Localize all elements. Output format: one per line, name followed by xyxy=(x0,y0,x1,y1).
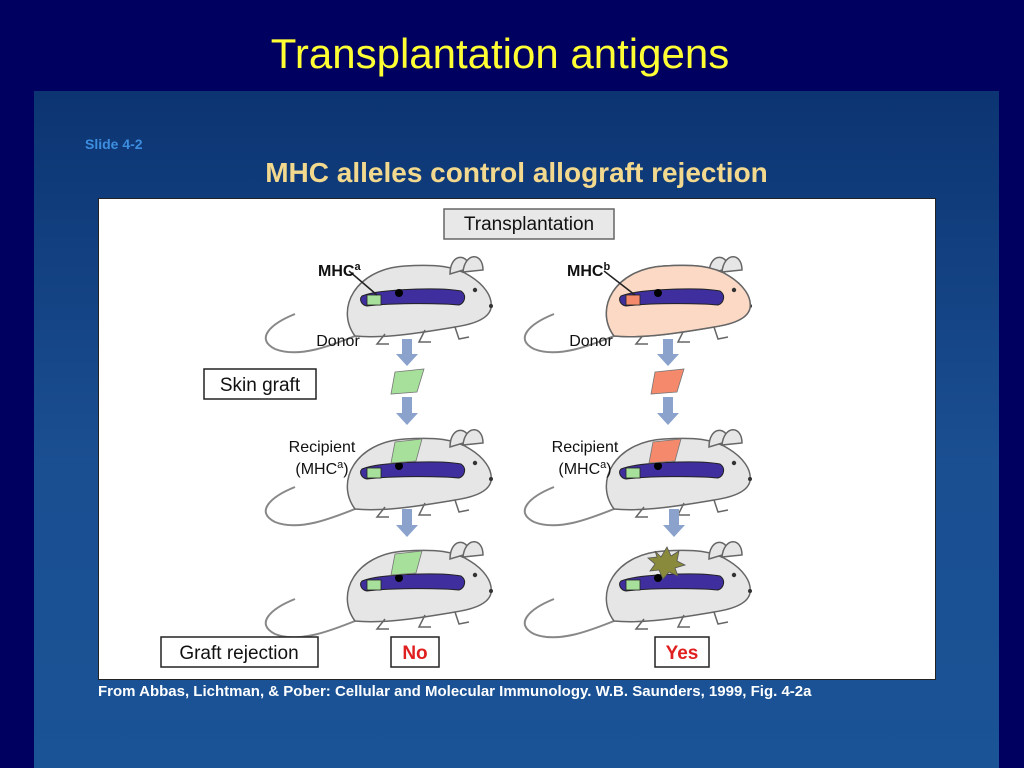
arrow-down-icon xyxy=(657,397,679,425)
figure-credit: From Abbas, Lichtman, & Pober: Cellular … xyxy=(98,683,812,700)
figure-panel: Slide 4-2 MHC alleles control allograft … xyxy=(34,91,999,768)
outcome-mouse-a xyxy=(264,540,494,639)
slide-number: Slide 4-2 xyxy=(85,136,143,152)
donor-mouse-b xyxy=(523,255,753,354)
skin-graft-a xyxy=(390,368,425,395)
donor-label-b: Donor xyxy=(569,333,613,350)
recipient-allele-b: (MHCa) xyxy=(558,459,611,478)
arrow-down-icon xyxy=(396,397,418,425)
result-box-no xyxy=(390,636,440,668)
allele-pointer-a xyxy=(348,270,378,296)
outcome-mouse-b xyxy=(523,540,753,639)
allele-pointer-b xyxy=(603,270,636,296)
arrow-down-icon xyxy=(663,509,685,537)
diagram-figure: Transplantation MHCa Donor Recipien xyxy=(98,198,936,680)
arrow-down-icon xyxy=(396,509,418,537)
figure-title: MHC alleles control allograft rejection xyxy=(265,157,768,188)
recipient-label-a: Recipient xyxy=(289,439,356,456)
transplantation-label: Transplantation xyxy=(464,214,594,235)
skin-graft-b xyxy=(650,368,685,395)
graft-rejection-box xyxy=(160,636,319,668)
graft-rejection-label: Graft rejection xyxy=(179,643,298,664)
recipient-mouse-a xyxy=(264,428,494,527)
diagram-canvas: Transplantation MHCa Donor Recipien xyxy=(160,208,753,668)
donor-mouse-a xyxy=(264,255,494,354)
result-box-yes xyxy=(654,636,710,668)
result-no: No xyxy=(402,643,427,664)
arrow-down-icon xyxy=(657,339,679,366)
rejected-graft xyxy=(647,546,687,580)
skin-graft-box xyxy=(203,368,317,400)
result-yes: Yes xyxy=(666,643,699,664)
recipient-allele-a: (MHCa) xyxy=(295,459,348,478)
donor-label-a: Donor xyxy=(316,333,360,350)
donor-allele-a: MHCa xyxy=(318,261,361,280)
skin-graft-label: Skin graft xyxy=(220,375,301,396)
arrow-down-icon xyxy=(396,339,418,366)
recipient-mouse-b xyxy=(523,428,753,527)
recipient-label-b: Recipient xyxy=(552,439,619,456)
slide-title: Transplantation antigens xyxy=(270,30,730,77)
transplantation-box xyxy=(443,208,615,240)
donor-allele-b: MHCb xyxy=(567,261,610,280)
